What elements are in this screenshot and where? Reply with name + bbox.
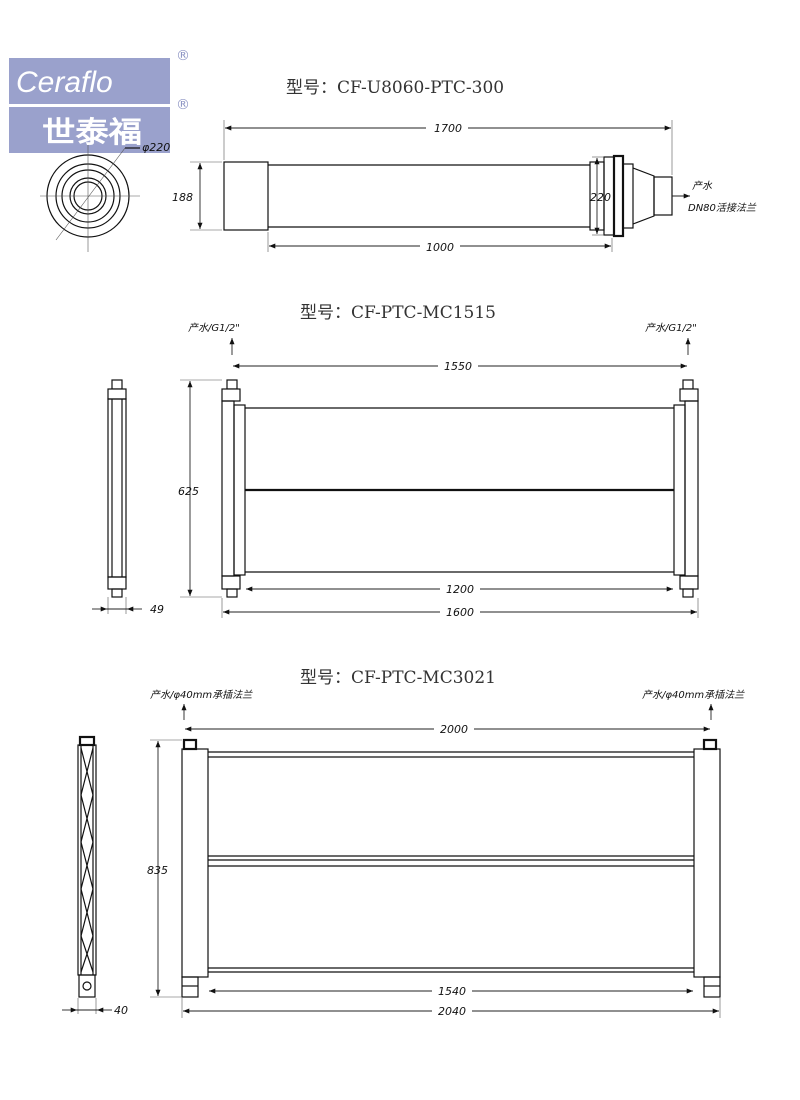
- drawing3-dim-inner: 1540: [438, 985, 466, 998]
- drawing2-front-view: [221, 379, 699, 598]
- drawing1-dim-end-diameter: φ220: [142, 141, 170, 154]
- drawing2-port-left: 产水/G1/2": [188, 322, 240, 334]
- drawing2-dim-overall: 1600: [446, 606, 474, 619]
- drawing2-dimensions: 1550 625 1200 1600: [178, 359, 699, 619]
- ceraflo-logo: Ceraflo 世泰福 ® ®: [9, 48, 190, 153]
- drawing3-dim-top: 2000: [440, 723, 468, 736]
- drawing3-port-right: 产水/φ40mm承插法兰: [642, 689, 745, 701]
- logo-registered-mark-bottom: ®: [176, 97, 190, 113]
- drawing1-flange-label: DN80活接法兰: [688, 202, 757, 214]
- logo-brand-chinese: 世泰福: [42, 115, 142, 149]
- logo-brand-latin: Ceraflo: [16, 66, 113, 99]
- drawing2-ports: 产水/G1/2" 产水/G1/2": [188, 322, 697, 355]
- drawing3-port-left: 产水/φ40mm承插法兰: [150, 689, 253, 701]
- drawing2-title: 型号：CF-PTC-MC1515: [300, 303, 496, 323]
- drawing3-side-view: 40: [62, 735, 128, 1017]
- drawing3-dim-height: 835: [147, 864, 168, 877]
- drawing2-dim-top: 1550: [444, 360, 472, 373]
- drawing2-port-right: 产水/G1/2": [645, 322, 697, 334]
- drawing3-dim-overall: 2040: [438, 1005, 466, 1018]
- drawing1-module-body: [223, 154, 673, 238]
- drawing2-dim-height: 625: [178, 485, 199, 498]
- drawing2-dim-side-width: 49: [150, 603, 164, 616]
- drawing3-ports: 产水/φ40mm承插法兰 产水/φ40mm承插法兰: [150, 689, 745, 720]
- drawing2-side-view: 49: [92, 379, 164, 616]
- drawing1-end-view: φ220: [40, 141, 170, 252]
- drawing2-dim-inner: 1200: [446, 583, 474, 596]
- drawing3-title: 型号：CF-PTC-MC3021: [300, 668, 496, 688]
- drawing1-title: 型号：CF-U8060-PTC-300: [286, 78, 504, 98]
- logo-bottom-block: [9, 107, 170, 153]
- logo-top-block: [9, 58, 170, 104]
- drawing1-dim-module-length: 1000: [426, 241, 454, 254]
- drawing3-dimensions: 2000 835 1540 2040: [147, 722, 721, 1018]
- drawing1-dim-flange-height: 220: [590, 191, 611, 204]
- drawing1-dim-height: 188: [172, 191, 193, 204]
- drawing3-dim-side-width: 40: [114, 1004, 128, 1017]
- drawing-mc1515: 型号：CF-PTC-MC1515 49 产水/G1/2" 产水/G1/2": [92, 303, 699, 619]
- drawing-u8060: 型号：CF-U8060-PTC-300 φ220: [40, 78, 757, 254]
- logo-registered-mark-top: ®: [176, 48, 190, 64]
- drawing1-dim-overall-length: 1700: [434, 122, 462, 135]
- drawing-mc3021: 型号：CF-PTC-MC3021 40 产水/φ40mm承插法兰 产水/φ40m…: [62, 668, 745, 1018]
- drawing3-front-view: [181, 738, 721, 998]
- drawing1-dimensions: 1700 1000 188 220 产水 DN80活接法兰: [172, 120, 757, 254]
- drawing1-port-label: 产水: [692, 180, 713, 192]
